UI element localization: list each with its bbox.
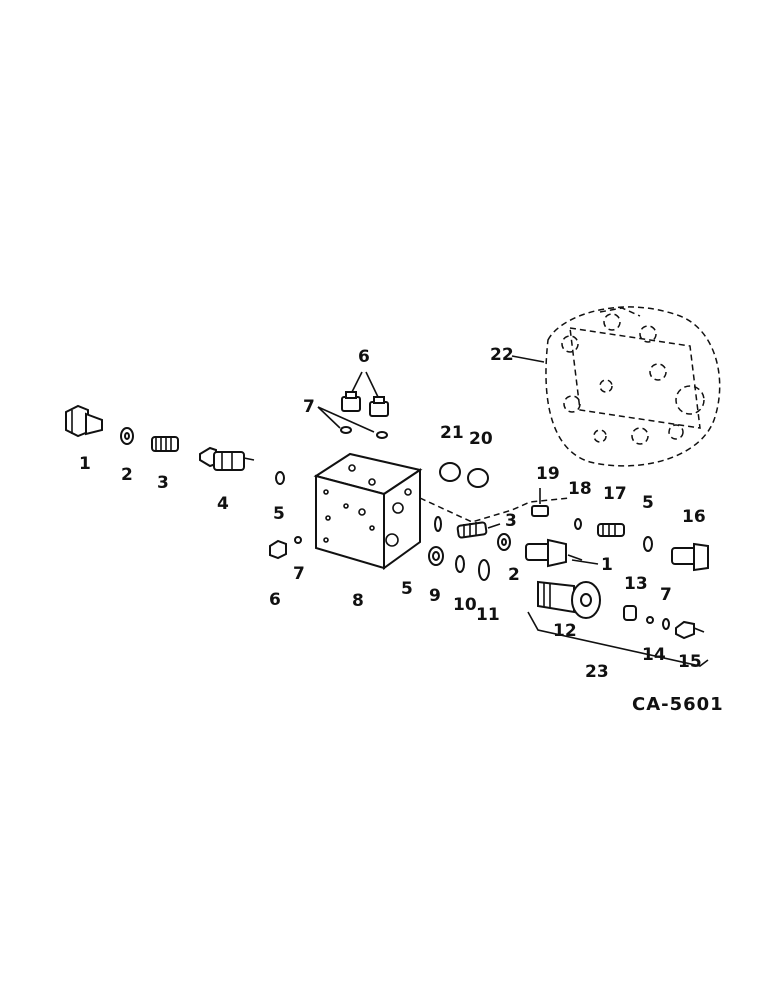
label-6-top: 6 bbox=[358, 347, 370, 367]
part-11-o-ring bbox=[478, 559, 490, 581]
part-9-washer bbox=[428, 546, 444, 566]
label-6: 6 bbox=[269, 590, 281, 610]
label-9: 9 bbox=[429, 586, 441, 606]
part-5-o-ring-right bbox=[643, 536, 653, 552]
part-5-o-ring-mid bbox=[434, 516, 442, 532]
part-13-plug bbox=[623, 605, 637, 621]
label-16: 16 bbox=[682, 507, 706, 527]
part-20-ring bbox=[467, 468, 489, 488]
label-22: 22 bbox=[490, 345, 514, 365]
label-11: 11 bbox=[476, 605, 500, 625]
part-16-plug bbox=[671, 542, 709, 572]
label-1: 1 bbox=[79, 454, 91, 474]
label-4: 4 bbox=[217, 494, 229, 514]
part-8-valve-block bbox=[313, 452, 423, 570]
label-10: 10 bbox=[453, 595, 477, 615]
label-21: 21 bbox=[440, 423, 464, 443]
part-3-spring bbox=[151, 436, 179, 452]
label-17: 17 bbox=[603, 484, 627, 504]
part-17-spring bbox=[597, 523, 625, 537]
part-6-plug bbox=[269, 539, 287, 560]
diagram-code: CA-5601 bbox=[632, 694, 724, 715]
label-18: 18 bbox=[568, 479, 592, 499]
part-22-pump bbox=[545, 306, 721, 467]
part-3-spring-mid bbox=[456, 521, 501, 539]
label-8: 8 bbox=[352, 591, 364, 611]
label-1-right: 1 bbox=[601, 555, 613, 575]
label-5-right: 5 bbox=[642, 493, 654, 513]
part-7-top-balls bbox=[317, 406, 388, 439]
label-2: 2 bbox=[121, 465, 133, 485]
part-15-fitting bbox=[675, 620, 705, 640]
part-21-ring bbox=[439, 462, 461, 482]
label-14: 14 bbox=[642, 645, 666, 665]
part-12-relief-valve bbox=[537, 580, 601, 619]
label-23: 23 bbox=[585, 662, 609, 682]
label-12: 12 bbox=[553, 621, 577, 641]
label-5: 5 bbox=[273, 504, 285, 524]
part-4-spool bbox=[199, 446, 255, 471]
part-10-o-ring bbox=[455, 555, 465, 573]
part-18-o-ring bbox=[574, 518, 582, 530]
label-20: 20 bbox=[469, 429, 493, 449]
callout-labels: 1 2 3 4 5 7 6 6 7 8 5 9 10 11 21 20 19 1… bbox=[79, 345, 724, 715]
part-19-pin bbox=[531, 488, 549, 517]
part-1-fitting-right bbox=[525, 538, 583, 568]
label-15: 15 bbox=[678, 652, 702, 672]
label-2-mid: 2 bbox=[508, 565, 520, 585]
label-3: 3 bbox=[157, 473, 169, 493]
part-5-o-ring bbox=[275, 471, 285, 485]
label-13: 13 bbox=[624, 574, 648, 594]
label-7-right: 7 bbox=[660, 585, 672, 605]
label-3-mid: 3 bbox=[505, 511, 517, 531]
label-5-mid: 5 bbox=[401, 579, 413, 599]
label-7: 7 bbox=[293, 564, 305, 584]
leader-lines bbox=[511, 355, 599, 565]
part-7-ball bbox=[294, 536, 302, 544]
assembly-line bbox=[419, 497, 571, 523]
part-1-fitting bbox=[65, 404, 103, 438]
part-2-washer bbox=[120, 427, 134, 445]
part-2-washer-mid bbox=[497, 533, 511, 551]
label-7-top: 7 bbox=[303, 397, 315, 417]
part-7-o-ring-right bbox=[662, 618, 670, 630]
part-23-bracket bbox=[527, 611, 709, 667]
part-6-top-plugs bbox=[341, 371, 389, 417]
part-14-ball bbox=[646, 616, 654, 624]
label-19: 19 bbox=[536, 464, 560, 484]
